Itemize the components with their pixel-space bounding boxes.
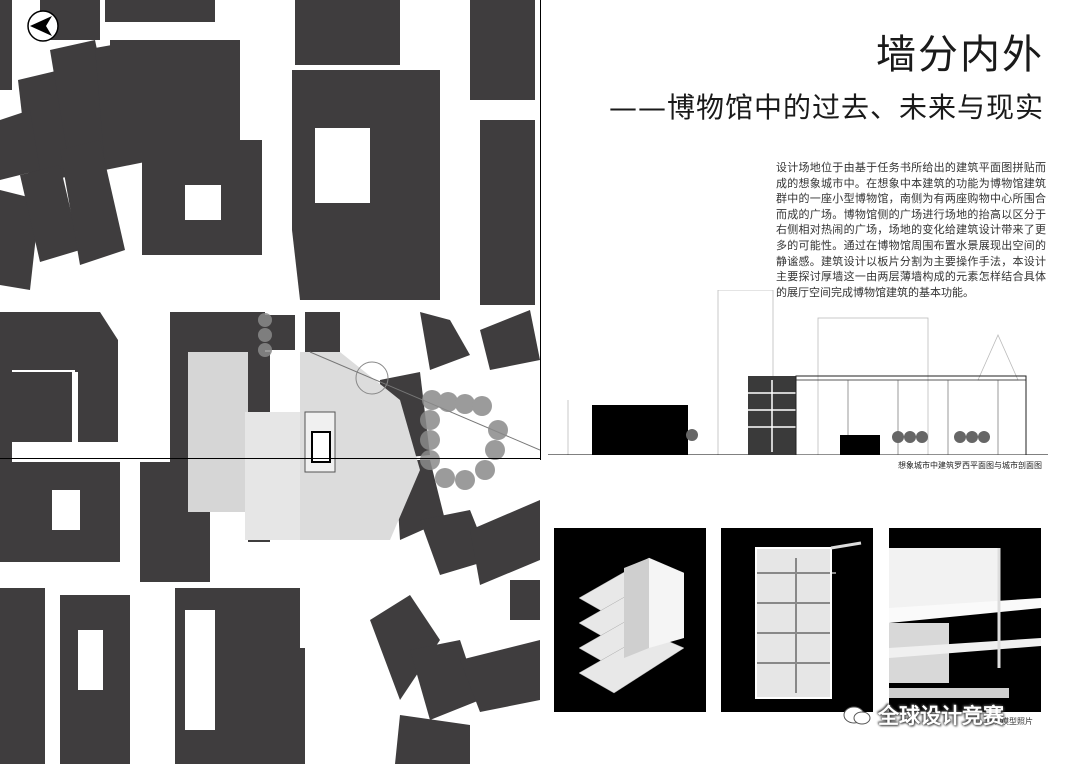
page-subtitle: ——博物馆中的过去、未来与现实 bbox=[608, 91, 1044, 124]
museum-site bbox=[188, 351, 540, 540]
section-caption: 想象城市中建筑罗西平面图与城市剖面图 bbox=[898, 461, 1042, 470]
building-blocks bbox=[0, 0, 540, 764]
model-photo-2 bbox=[721, 528, 873, 712]
city-site-plan bbox=[0, 0, 540, 764]
divider-vertical bbox=[540, 0, 541, 460]
north-arrow-icon bbox=[27, 10, 59, 42]
city-section-drawing bbox=[548, 290, 1048, 455]
photo-caption: 建筑模型照片 bbox=[985, 717, 1033, 726]
model-photo-3 bbox=[889, 528, 1041, 712]
watermark-text: 全球设计竞赛 bbox=[878, 704, 1004, 728]
page-title: 墙分内外 bbox=[876, 32, 1044, 78]
design-description: 设计场地位于由基于任务书所给出的建筑平面图拼贴而成的想象城市中。在想象中本建筑的… bbox=[776, 161, 1046, 299]
divider-horizontal bbox=[0, 458, 540, 459]
tree-canopy bbox=[258, 313, 508, 490]
model-photo-1 bbox=[554, 528, 706, 712]
wechat-icon bbox=[843, 706, 871, 725]
